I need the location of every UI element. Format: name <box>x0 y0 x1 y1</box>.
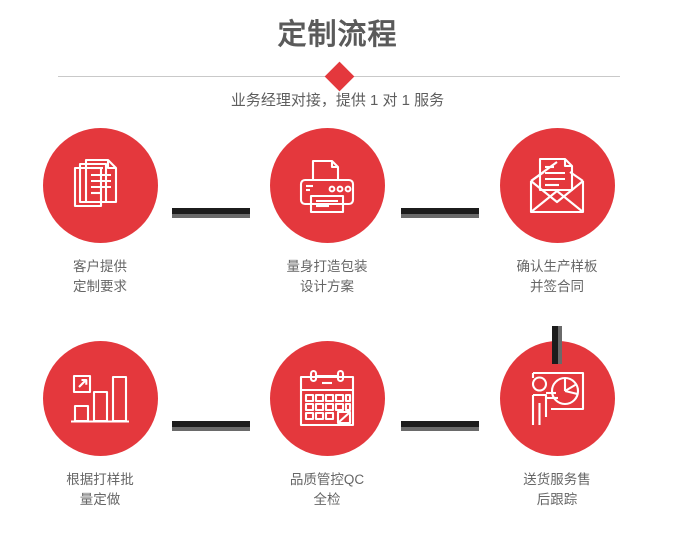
connector-bar-light <box>401 214 479 218</box>
connector-bar-dark <box>172 208 250 214</box>
flow-step-1[interactable]: 客户提供 定制要求 <box>25 128 175 297</box>
flow-step-3[interactable]: 确认生产样板 并签合同 <box>482 128 632 297</box>
connector-bar-dark <box>552 326 558 364</box>
documents-stack-icon <box>73 158 118 207</box>
page-header: 定制流程 业务经理对接，提供 1 对 1 服务 <box>0 0 675 128</box>
flow-step-3-label: 确认生产样板 并签合同 <box>516 259 598 294</box>
connector-top-1-to-2 <box>172 208 250 218</box>
connector-bar-dark <box>172 421 250 427</box>
connector-bar-light <box>401 427 479 431</box>
printer-icon <box>299 159 355 213</box>
flow-step-1-label: 客户提供 定制要求 <box>73 259 127 294</box>
connector-top-3-to-bottom-3 <box>552 326 562 364</box>
flow-step-4-label: 根据打样批 量定做 <box>66 472 134 507</box>
flow-step-2-label: 量身打造包装 设计方案 <box>286 259 368 294</box>
flow-step-6[interactable]: 送货服务售 后跟踪 <box>482 341 632 510</box>
flow-step-5-circle <box>269 341 385 456</box>
connector-bar-light <box>558 326 562 364</box>
flow-step-5[interactable]: 品质管控QC 全检 <box>252 341 402 510</box>
connector-bar-light <box>172 214 250 218</box>
connector-bar-dark <box>401 208 479 214</box>
flow-step-2-circle <box>269 128 385 243</box>
flow-step-4-circle <box>42 341 158 456</box>
connector-bottom-2-to-3 <box>401 421 479 431</box>
envelope-letter-icon <box>529 157 585 213</box>
bar-chart-growth-icon <box>71 374 129 423</box>
process-flow-diagram: 客户提供 定制要求 <box>0 128 675 550</box>
connector-bar-light <box>172 427 250 431</box>
flow-step-5-label: 品质管控QC 全检 <box>289 472 365 507</box>
page-title: 定制流程 <box>277 19 398 51</box>
flow-step-2[interactable]: 量身打造包装 设计方案 <box>252 128 402 297</box>
flow-step-4[interactable]: 根据打样批 量定做 <box>25 341 175 510</box>
calendar-check-icon <box>299 369 355 426</box>
title-divider <box>58 61 620 92</box>
flow-step-3-circle <box>499 128 615 243</box>
flow-step-1-circle <box>42 128 158 243</box>
page-subtitle: 业务经理对接，提供 1 对 1 服务 <box>230 92 445 109</box>
connector-bottom-1-to-2 <box>172 421 250 431</box>
connector-top-2-to-3 <box>401 208 479 218</box>
presenter-piechart-icon <box>531 371 585 425</box>
flow-step-6-label: 送货服务售 后跟踪 <box>523 472 591 507</box>
connector-bar-dark <box>401 421 479 427</box>
diamond-icon <box>324 61 355 92</box>
